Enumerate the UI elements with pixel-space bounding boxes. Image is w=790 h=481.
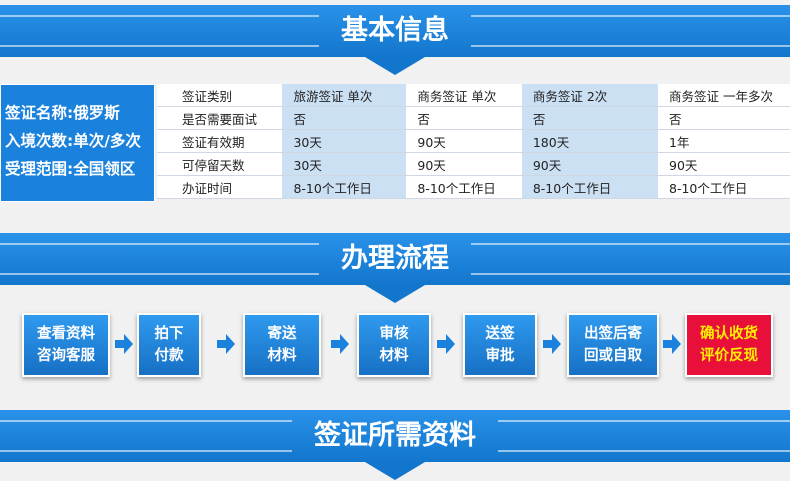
step-line: 出签后寄 — [584, 326, 642, 342]
step-line: 拍下 — [154, 326, 184, 342]
table-cell: 30天 — [282, 129, 407, 153]
table-cell: 8-10个工作日 — [282, 175, 407, 199]
step-line: 送签 — [485, 326, 515, 342]
table-cell: 是否需要面试 — [157, 106, 283, 130]
table-cell: 90天 — [658, 152, 790, 176]
table-cell: 签证类别 — [157, 84, 283, 107]
step-line: 审核 — [379, 326, 409, 342]
table-cell: 商务签证 2次 — [521, 84, 658, 107]
arrow-right-icon — [217, 334, 235, 354]
step-line: 审批 — [485, 348, 515, 364]
arrow-right-icon — [115, 334, 133, 354]
table-cell: 90天 — [406, 129, 522, 153]
step-send-materials: 寄送 材料 — [243, 313, 321, 377]
step-pay: 拍下 付款 — [137, 313, 201, 377]
table-cell: 旅游签证 单次 — [282, 84, 407, 107]
arrow-right-icon — [663, 334, 681, 354]
step-delivery: 出签后寄 回或自取 — [567, 313, 659, 377]
step-line: 材料 — [379, 348, 409, 364]
table-cell: 否 — [282, 106, 407, 130]
table-cell: 商务签证 单次 — [406, 84, 522, 107]
step-submit-approval: 送签 审批 — [463, 313, 537, 377]
table-cell: 1年 — [658, 129, 790, 153]
step-view-materials: 查看资料 咨询客服 — [22, 313, 110, 377]
arrow-right-icon — [543, 334, 561, 354]
visa-name-label: 签证名称:俄罗斯 — [5, 104, 120, 122]
section-title: 签证所需资料 — [292, 410, 498, 462]
step-line: 咨询客服 — [37, 348, 95, 364]
arrow-right-icon — [437, 334, 455, 354]
section-header-process: 办理流程 — [0, 233, 790, 285]
table-cell: 8-10个工作日 — [658, 175, 790, 199]
step-line: 回或自取 — [584, 348, 642, 364]
table-cell: 90天 — [406, 152, 522, 176]
down-arrow-notch — [365, 57, 425, 75]
table-row: 签证有效期 30天 90天 180天 1年 — [157, 129, 790, 153]
table-cell: 8-10个工作日 — [521, 175, 658, 199]
step-line: 确认收货 — [700, 326, 758, 342]
step-line: 寄送 — [267, 326, 297, 342]
step-line: 评价反现 — [700, 348, 758, 364]
down-arrow-notch — [365, 462, 425, 480]
table-cell: 签证有效期 — [157, 129, 283, 153]
table-cell: 否 — [406, 106, 522, 130]
section-header-basic-info: 基本信息 — [0, 5, 790, 57]
scope-label: 受理范围:全国领区 — [5, 160, 136, 178]
table-row: 可停留天数 30天 90天 90天 90天 — [157, 152, 790, 176]
table-cell: 180天 — [521, 129, 658, 153]
table-cell: 30天 — [282, 152, 407, 176]
table-cell: 8-10个工作日 — [406, 175, 522, 199]
down-arrow-notch — [365, 285, 425, 303]
step-line: 付款 — [154, 348, 184, 364]
step-line: 查看资料 — [37, 326, 95, 342]
step-confirm-review: 确认收货 评价反现 — [685, 313, 773, 377]
step-review-materials: 审核 材料 — [357, 313, 431, 377]
table-cell: 否 — [521, 106, 658, 130]
visa-info-table: 签证类别 旅游签证 单次 商务签证 单次 商务签证 2次 商务签证 一年多次 是… — [157, 84, 790, 199]
arrow-right-icon — [331, 334, 349, 354]
table-row: 办证时间 8-10个工作日 8-10个工作日 8-10个工作日 8-10个工作日 — [157, 175, 790, 199]
table-cell: 商务签证 一年多次 — [658, 84, 790, 107]
section-title: 基本信息 — [319, 5, 471, 57]
visa-summary-panel: 签证名称:俄罗斯 入境次数:单次/多次 受理范围:全国领区 — [0, 84, 155, 202]
step-line: 材料 — [267, 348, 297, 364]
table-cell: 否 — [658, 106, 790, 130]
section-header-materials: 签证所需资料 — [0, 410, 790, 462]
table-row: 是否需要面试 否 否 否 否 — [157, 106, 790, 130]
table-cell: 可停留天数 — [157, 152, 283, 176]
section-title: 办理流程 — [319, 233, 471, 285]
table-row: 签证类别 旅游签证 单次 商务签证 单次 商务签证 2次 商务签证 一年多次 — [157, 84, 790, 107]
table-cell: 90天 — [521, 152, 658, 176]
table-cell: 办证时间 — [157, 175, 283, 199]
entries-label: 入境次数:单次/多次 — [5, 132, 141, 150]
